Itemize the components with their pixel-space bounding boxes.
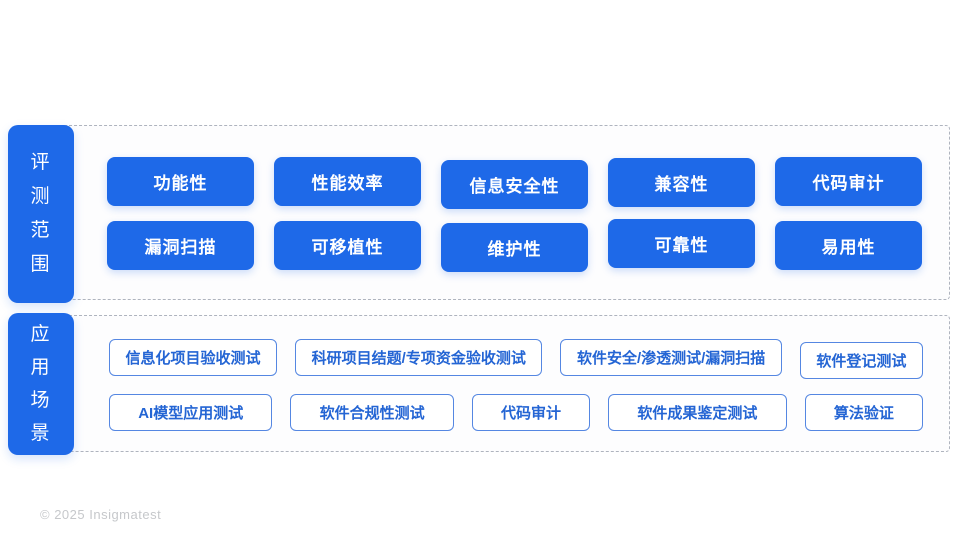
evaluation-scope-label: 评测范围 xyxy=(8,125,74,303)
evaluation-scope-panel: 功能性性能效率信息安全性兼容性代码审计漏洞扫描可移植性维护性可靠性易用性 xyxy=(40,125,950,300)
scenario-item-button[interactable]: 信息化项目验收测试 xyxy=(109,339,278,376)
evaluation-scope-label-text: 评测范围 xyxy=(30,152,52,275)
scope-row-1: 功能性性能效率信息安全性兼容性代码审计 xyxy=(107,157,922,209)
scope-item-button[interactable]: 性能效率 xyxy=(274,157,421,206)
scenario-row-2: AI模型应用测试软件合规性测试代码审计软件成果鉴定测试算法验证 xyxy=(109,394,924,431)
scope-item-button[interactable]: 维护性 xyxy=(441,223,588,272)
scope-item-button[interactable]: 可移植性 xyxy=(274,221,421,270)
scope-item-button[interactable]: 兼容性 xyxy=(608,158,755,207)
scenario-item-button[interactable]: 科研项目结题/专项资金验收测试 xyxy=(295,339,543,376)
scenario-item-button[interactable]: 算法验证 xyxy=(804,394,924,431)
scenario-row-1: 信息化项目验收测试科研项目结题/专项资金验收测试软件安全/渗透测试/漏洞扫描软件… xyxy=(109,339,923,379)
scope-item-button[interactable]: 代码审计 xyxy=(775,157,922,206)
scope-item-button[interactable]: 易用性 xyxy=(775,221,922,270)
scope-item-button[interactable]: 漏洞扫描 xyxy=(107,221,254,270)
scope-item-button[interactable]: 可靠性 xyxy=(608,219,755,268)
scenario-item-button[interactable]: 软件安全/渗透测试/漏洞扫描 xyxy=(560,339,782,376)
scope-item-button[interactable]: 信息安全性 xyxy=(441,160,588,209)
scenario-item-button[interactable]: 软件合规性测试 xyxy=(290,394,454,431)
application-scenarios-panel: 信息化项目验收测试科研项目结题/专项资金验收测试软件安全/渗透测试/漏洞扫描软件… xyxy=(40,315,950,452)
application-scenarios-label-text: 应用场景 xyxy=(30,324,52,444)
scope-row-2: 漏洞扫描可移植性维护性可靠性易用性 xyxy=(107,219,922,272)
copyright-text: © 2025 Insigmatest xyxy=(40,507,162,522)
scenario-item-button[interactable]: AI模型应用测试 xyxy=(109,394,273,431)
scope-item-button[interactable]: 功能性 xyxy=(107,157,254,206)
scenario-item-button[interactable]: 软件登记测试 xyxy=(799,342,923,379)
scenario-item-button[interactable]: 软件成果鉴定测试 xyxy=(608,394,787,431)
application-scenarios-label: 应用场景 xyxy=(8,313,74,455)
scenario-item-button[interactable]: 代码审计 xyxy=(471,394,591,431)
